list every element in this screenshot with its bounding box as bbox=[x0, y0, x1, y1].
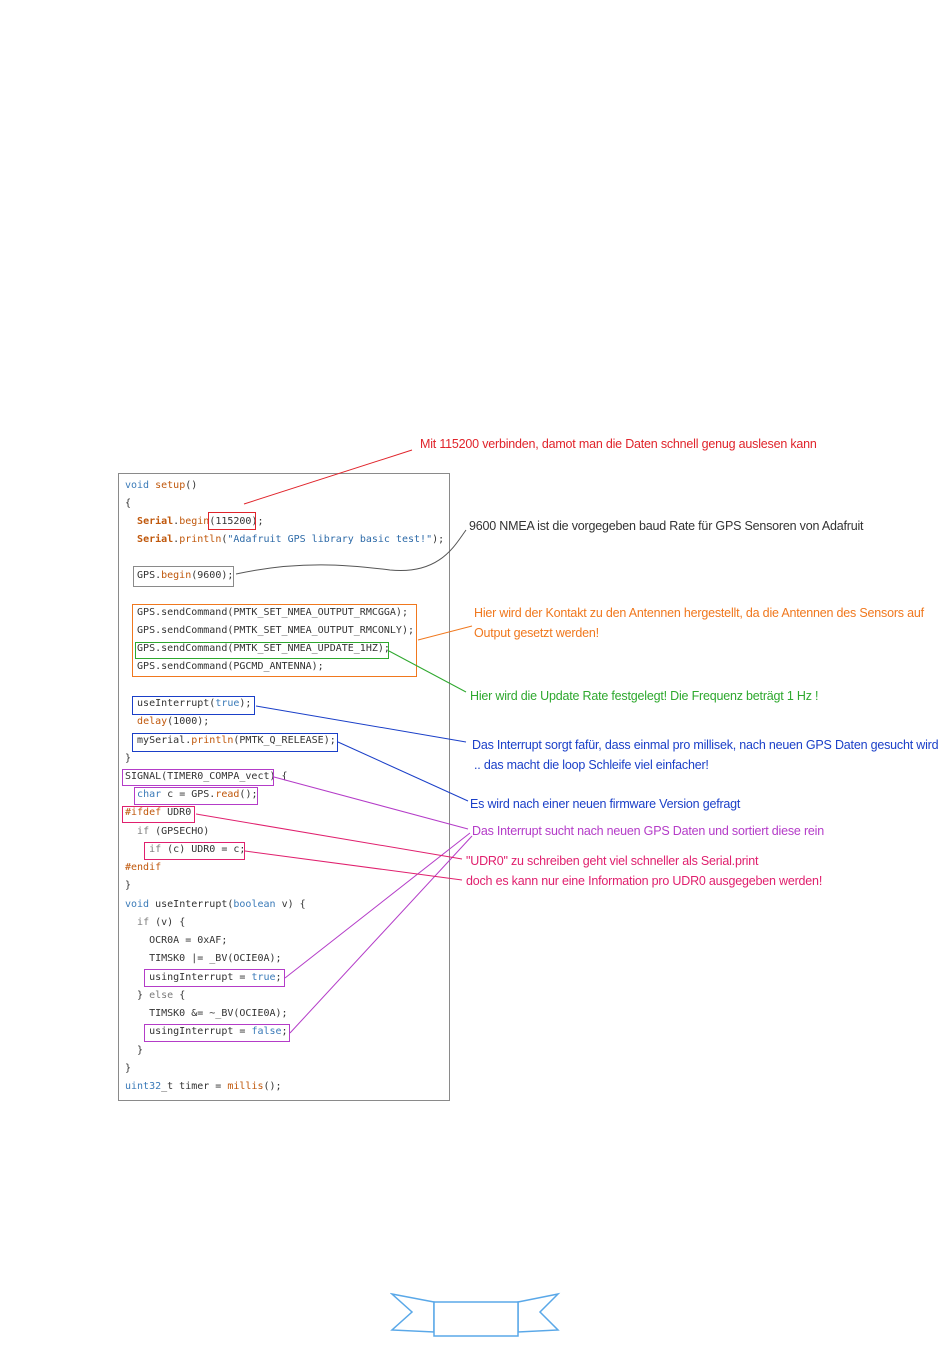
annotation-antenna-1: Hier wird der Kontakt zu den Antennen he… bbox=[474, 606, 924, 620]
connector-blue-2 bbox=[337, 741, 469, 802]
connector-purple-3 bbox=[289, 835, 473, 1034]
code-line: TIMSK0 &= ~_BV(OCIE0A); bbox=[125, 1008, 288, 1019]
highlight-115200 bbox=[208, 512, 256, 530]
code-line: GPS.sendCommand(PMTK_SET_NMEA_OUTPUT_RMC… bbox=[125, 607, 408, 618]
code-line: void useInterrupt(boolean v) { bbox=[125, 899, 306, 910]
annotation-baud-9600: 9600 NMEA ist die vorgegeben baud Rate f… bbox=[469, 519, 864, 533]
code-line: useInterrupt(true); bbox=[125, 698, 252, 709]
connector-green bbox=[388, 650, 467, 693]
code-line: usingInterrupt = false; bbox=[125, 1026, 288, 1037]
code-line: if (v) { bbox=[137, 917, 186, 928]
ribbon-banner bbox=[390, 1292, 561, 1337]
annotation-update-rate: Hier wird die Update Rate festgelegt! Di… bbox=[470, 689, 819, 703]
connector-gray bbox=[235, 529, 467, 575]
code-line: { bbox=[125, 498, 132, 509]
code-line: #endif bbox=[125, 862, 162, 873]
code-line: uint32_t timer = millis(); bbox=[125, 1081, 282, 1092]
code-line: GPS.sendCommand(PGCMD_ANTENNA); bbox=[125, 661, 324, 672]
code-line: GPS.begin(9600); bbox=[125, 570, 234, 581]
code-line: GPS.sendCommand(PMTK_SET_NMEA_OUTPUT_RMC… bbox=[125, 625, 414, 636]
annotation-udr0-1: "UDR0" zu schreiben geht viel schneller … bbox=[466, 854, 759, 868]
code-line: } bbox=[125, 753, 132, 764]
connector-magenta-2 bbox=[244, 850, 463, 881]
connector-orange bbox=[417, 625, 473, 641]
code-line: } bbox=[125, 1063, 132, 1074]
code-line: char c = GPS.read(); bbox=[137, 789, 258, 800]
code-line: #ifdef UDR0 bbox=[125, 807, 192, 818]
code-line: void setup() bbox=[125, 480, 198, 491]
code-line: TIMSK0 |= _BV(OCIE0A); bbox=[125, 953, 282, 964]
code-line: delay(1000); bbox=[137, 716, 210, 727]
annotation-interrupt-sort: Das Interrupt sucht nach neuen GPS Daten… bbox=[472, 824, 824, 838]
highlight-using-true bbox=[144, 969, 285, 987]
connector-purple-1 bbox=[273, 776, 469, 830]
code-line: SIGNAL(TIMER0_COMPA_vect) { bbox=[125, 771, 288, 782]
code-line: if (c) UDR0 = c; bbox=[149, 844, 246, 855]
code-line: } bbox=[125, 880, 132, 891]
highlight-use-interrupt bbox=[132, 696, 255, 715]
code-line: Serial.begin(115200); bbox=[137, 516, 264, 527]
connector-blue-1 bbox=[255, 705, 467, 743]
code-line: } else { bbox=[125, 990, 186, 1001]
annotation-antenna-2: Output gesetzt werden! bbox=[474, 626, 599, 640]
code-line: if (GPSECHO) bbox=[137, 826, 210, 837]
highlight-signal bbox=[122, 769, 274, 786]
code-line: Serial.println("Adafruit GPS library bas… bbox=[137, 534, 445, 545]
annotation-firmware: Es wird nach einer neuen firmware Versio… bbox=[470, 797, 741, 811]
connector-red bbox=[243, 449, 413, 505]
highlight-udr0-assign bbox=[144, 842, 245, 860]
code-line: } bbox=[125, 1045, 144, 1056]
highlight-gps-read bbox=[134, 787, 258, 805]
highlight-gps-begin bbox=[133, 566, 234, 587]
annotation-interrupt-2: .. das macht die loop Schleife viel einf… bbox=[474, 758, 709, 772]
highlight-println-release bbox=[132, 733, 338, 752]
annotation-udr0-2: doch es kann nur eine Information pro UD… bbox=[466, 874, 823, 888]
highlight-ifdef bbox=[122, 806, 195, 823]
code-line: usingInterrupt = true; bbox=[125, 972, 282, 983]
highlight-send-commands bbox=[132, 604, 417, 677]
highlight-update-1hz bbox=[135, 642, 389, 659]
code-line: mySerial.println(PMTK_Q_RELEASE); bbox=[125, 735, 336, 746]
code-line: OCR0A = 0xAF; bbox=[125, 935, 228, 946]
code-line: GPS.sendCommand(PMTK_SET_NMEA_UPDATE_1HZ… bbox=[125, 643, 390, 654]
connector-magenta-1 bbox=[195, 813, 463, 860]
annotation-interrupt-1: Das Interrupt sorgt fafür, dass einmal p… bbox=[472, 738, 939, 752]
annotation-baud-115200: Mit 115200 verbinden, damot man die Date… bbox=[420, 437, 817, 451]
connector-purple-2 bbox=[284, 832, 471, 979]
highlight-using-false bbox=[144, 1024, 290, 1042]
